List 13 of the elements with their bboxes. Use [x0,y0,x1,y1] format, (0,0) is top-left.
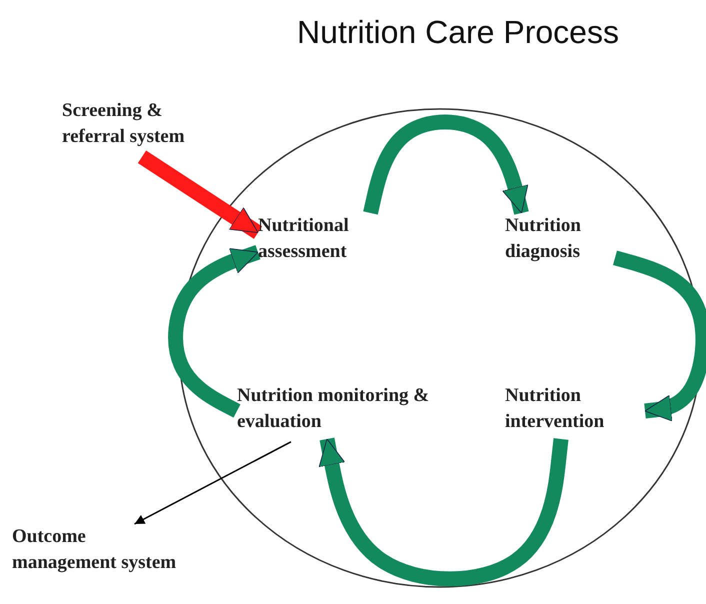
process-label: Screening & referral system [62,98,222,150]
process-label: Nutrition monitoring & evaluation [237,383,437,435]
block-arrow [138,150,262,239]
block-arrow [612,250,706,422]
process-label: Outcome management system [12,524,187,576]
block-arrow [363,114,529,215]
block-arrow [168,245,260,418]
arrow [134,441,292,525]
block-arrow [318,438,568,586]
process-label: Nutrition intervention [505,383,645,435]
diagram-title: Nutrition Care Process [296,14,620,51]
process-label: Nutritional assessment [258,213,383,265]
process-label: Nutrition diagnosis [505,213,615,265]
